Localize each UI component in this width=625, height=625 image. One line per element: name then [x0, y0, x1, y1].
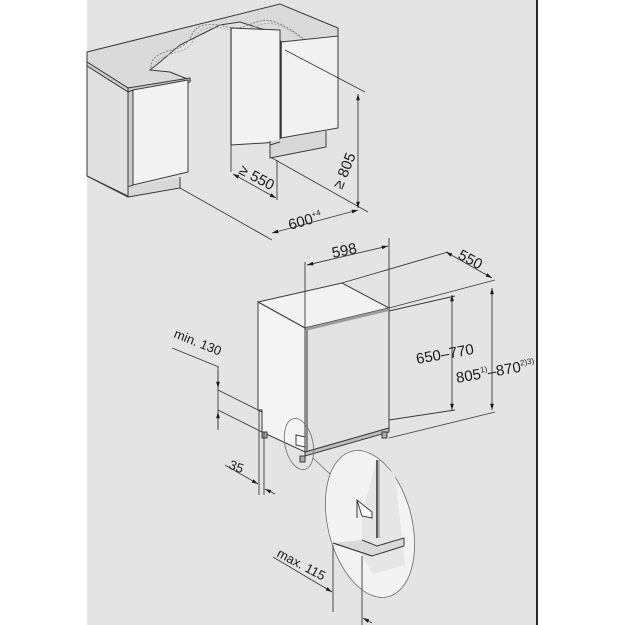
frame-border: [536, 0, 538, 625]
kitchen-niche: [86, 3, 339, 198]
plinth-depth-label: 35: [227, 457, 246, 476]
niche-width-label: 600+4: [286, 208, 324, 234]
appliance-dimensions: [171, 238, 496, 625]
niche-depth-label: ≥ 550: [236, 162, 277, 195]
total-height-label: 8051)–8702)3): [455, 356, 537, 387]
niche-height-label: ≥ 805: [330, 150, 360, 191]
plinth-height-label: min. 130: [172, 326, 224, 359]
detail-zoom: [332, 458, 405, 574]
appliance-depth-label: 550: [455, 247, 485, 274]
niche-dimensions: [179, 49, 369, 241]
appliance-width-label: 598: [330, 240, 358, 262]
panel-overhang-label: max. 115: [275, 545, 328, 583]
dishwasher-body: [256, 282, 391, 463]
panel-height-label: 650–770: [415, 341, 475, 368]
